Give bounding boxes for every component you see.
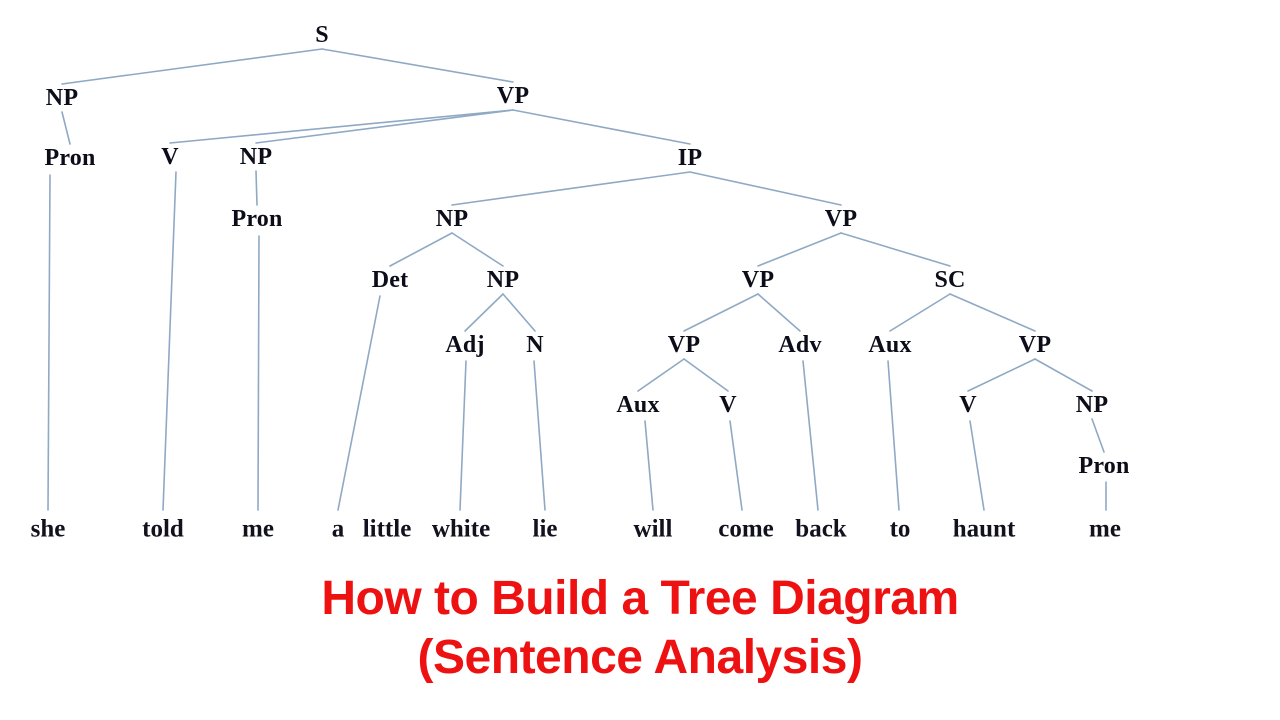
tree-edge [689,171,842,206]
leaf-stem [887,360,900,511]
tree-leaf-white: white [431,515,491,543]
tree-leaf-she: she [30,515,66,543]
tree-node-s: S [315,22,329,48]
tree-node-v2: V [719,392,737,418]
title-line-2: (Sentence Analysis) [417,630,863,684]
tree-node-sc: SC [934,267,966,293]
tree-leaf-lie: lie [532,515,558,543]
leaf-stem [802,360,819,511]
tree-node-v3: V [959,392,977,418]
leaf-stem [533,360,546,511]
leaf-stem [969,420,985,511]
leaf-stem [729,420,743,511]
tree-edge [451,232,504,267]
tree-node-pron3: Pron [1078,453,1130,479]
leaf-stem [337,295,381,511]
tree-edge [949,293,1036,332]
tree-edge [757,293,801,332]
tree-edge [389,232,453,267]
tree-edge [637,358,685,392]
tree-edge [451,171,691,206]
tree-edge [169,109,514,144]
tree-edge [757,232,842,267]
tree-node-pron1: Pron [44,145,96,171]
tree-node-vp1: VP [496,83,530,109]
tree-edge [255,109,514,144]
tree-node-det: Det [371,267,409,293]
tree-node-vp5: VP [1018,332,1052,358]
tree-leaf-to: to [889,515,911,543]
tree-edge [255,170,258,206]
tree-leaf-haunt: haunt [952,515,1016,543]
tree-edge [502,293,536,332]
tree-edge [1034,358,1093,392]
leaf-stem [47,174,51,511]
tree-leaf-will: will [633,515,673,543]
tree-node-v1: V [161,144,179,170]
tree-leaf-a: a [331,515,345,543]
tree-node-vp3: VP [741,267,775,293]
tree-edges-canvas [47,48,1107,511]
tree-edge [1091,418,1105,453]
tree-edge [889,293,951,332]
tree-node-np5: NP [1075,392,1109,418]
tree-node-vp4: VP [667,332,701,358]
tree-leaf-back: back [795,515,847,543]
tree-edge [512,109,691,145]
tree-edge [967,358,1036,392]
tree-edge [683,293,759,332]
tree-leaf-come: come [718,515,774,543]
tree-edge [464,293,504,332]
tree-node-aux2: Aux [868,332,912,358]
leaf-stem [459,360,467,511]
leaf-stem [644,420,654,511]
tree-edge [683,358,729,392]
tree-node-vp2: VP [824,206,858,232]
title-block: How to Build a Tree Diagram (Sentence An… [0,570,1280,687]
tree-node-aux1: Aux [616,392,660,418]
tree-node-adv: Adv [778,332,822,358]
leaf-stem [162,171,177,511]
tree-node-adj: Adj [445,332,485,358]
tree-leaf-told: told [142,515,184,543]
leaf-stem [257,235,260,511]
tree-node-np4: NP [486,267,520,293]
tree-edge [61,48,323,85]
tree-leaf-little: little [362,515,412,543]
tree-edge [321,48,514,83]
tree-leaf-me2: me [1089,515,1121,543]
tree-node-np3: NP [435,206,469,232]
tree-node-ip: IP [677,145,703,171]
title-line-1: How to Build a Tree Diagram [321,572,959,625]
tree-leaf-me1: me [242,515,274,543]
tree-edge [840,232,951,267]
tree-edge [61,111,71,145]
tree-node-pron2: Pron [231,206,283,232]
tree-node-np1: NP [45,85,79,111]
tree-node-n: N [526,332,544,358]
tree-node-np2: NP [239,144,273,170]
